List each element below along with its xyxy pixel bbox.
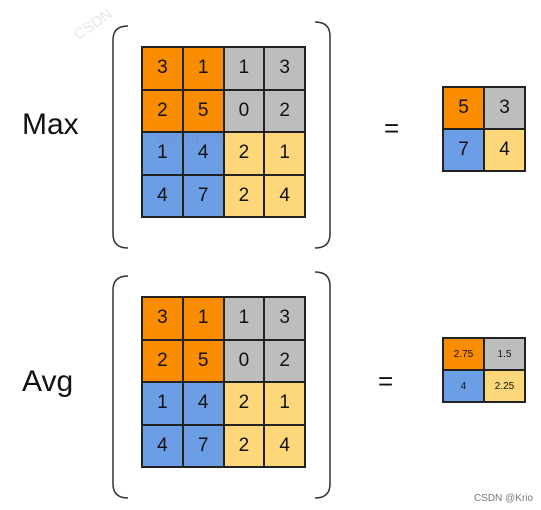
avg-input-cell: 2 <box>223 424 265 467</box>
avg-output-cell: 4 <box>443 370 484 402</box>
avg-input-cell: 2 <box>264 339 305 382</box>
avg-output-cell: 2.25 <box>484 370 525 402</box>
max-label: Max <box>22 108 79 141</box>
max-input-cell: 1 <box>182 47 224 90</box>
max-input-cell: 4 <box>142 174 183 217</box>
avg-input-cell: 4 <box>264 424 305 467</box>
max-left-bracket <box>112 25 129 249</box>
max-right-bracket <box>314 21 331 249</box>
max-input-cell: 1 <box>142 132 183 175</box>
avg-right-bracket <box>314 271 331 499</box>
max-equals: = <box>384 113 400 143</box>
avg-input-cell: 4 <box>142 424 183 467</box>
avg-equals: = <box>378 366 394 396</box>
avg-input-cell: 3 <box>264 297 305 340</box>
max-input-cell: 0 <box>223 89 265 132</box>
max-input-cell: 1 <box>223 47 265 90</box>
avg-input-cell: 1 <box>142 382 183 425</box>
max-output-cell: 5 <box>443 87 484 129</box>
avg-input-cell: 4 <box>182 382 224 425</box>
avg-input-cell: 1 <box>264 382 305 425</box>
max-input-cell: 4 <box>264 174 305 217</box>
max-input-cell: 2 <box>142 89 183 132</box>
max-input-cell: 1 <box>264 132 305 175</box>
avg-input-cell: 1 <box>223 297 265 340</box>
credit-text: CSDN @Krio <box>473 493 533 504</box>
max-input-cell: 2 <box>223 174 265 217</box>
avg-input-cell: 0 <box>223 339 265 382</box>
avg-left-bracket <box>112 275 129 499</box>
avg-input-cell: 1 <box>182 297 224 340</box>
avg-label: Avg <box>22 365 74 398</box>
avg-input-cell: 3 <box>142 297 183 340</box>
max-input-cell: 5 <box>182 89 224 132</box>
avg-input-cell: 2 <box>223 382 265 425</box>
max-input-cell: 2 <box>223 132 265 175</box>
avg-output-cell: 2.75 <box>443 338 484 370</box>
max-output-cell: 7 <box>443 129 484 171</box>
max-output-cell: 4 <box>484 129 525 171</box>
max-output-cell: 3 <box>484 87 525 129</box>
max-input-cell: 3 <box>142 47 183 90</box>
max-input-cell: 4 <box>182 132 224 175</box>
avg-input-cell: 7 <box>182 424 224 467</box>
max-input-cell: 7 <box>182 174 224 217</box>
avg-output-cell: 1.5 <box>484 338 525 370</box>
watermark-csdn: CSDN <box>70 5 116 44</box>
max-input-cell: 3 <box>264 47 305 90</box>
max-input-cell: 2 <box>264 89 305 132</box>
avg-input-cell: 5 <box>182 339 224 382</box>
avg-input-cell: 2 <box>142 339 183 382</box>
